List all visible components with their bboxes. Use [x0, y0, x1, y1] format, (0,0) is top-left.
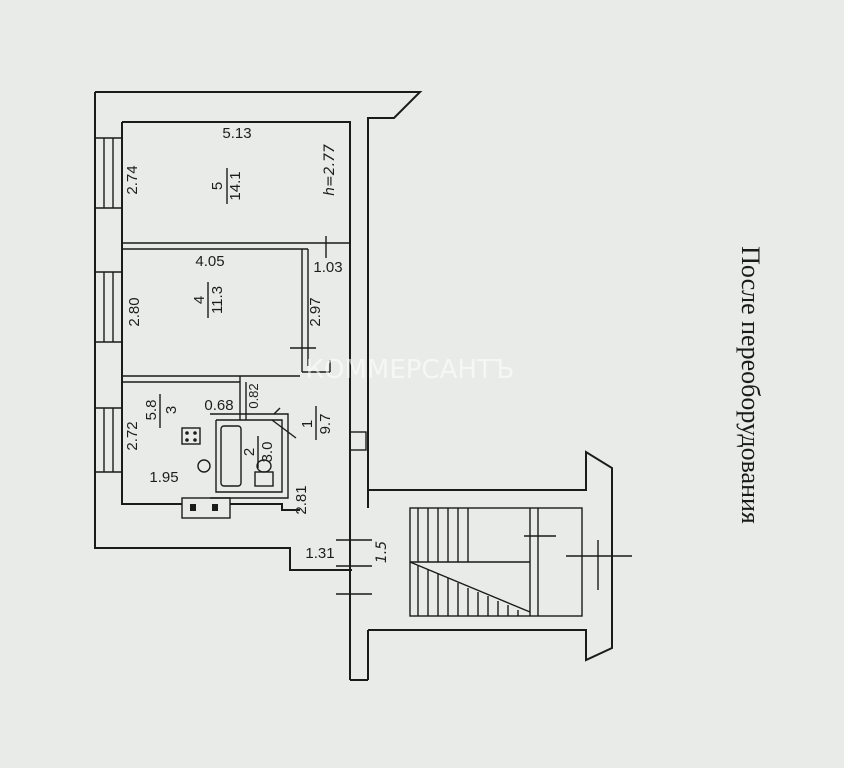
room-3-length: 1.95 [149, 469, 178, 486]
room-4-width: 2.80 [126, 297, 143, 326]
room-2-number: 2 [241, 448, 258, 456]
dimension-1-03: 1.03 [313, 259, 342, 276]
dimension-2-97: 2.97 [307, 297, 324, 326]
room-5-width: 2.74 [124, 165, 141, 194]
room-5-area: 14.1 [227, 171, 244, 200]
room-3-number: 3 [163, 406, 180, 414]
windows [95, 137, 122, 473]
room-2-area: 3.0 [259, 442, 276, 463]
room-4-number: 4 [191, 296, 208, 304]
room-4-length: 4.05 [195, 253, 224, 270]
ceiling-height-note: h=2.77 [322, 144, 338, 196]
dimension-1-31: 1.31 [305, 545, 334, 562]
room-5-length: 5.13 [222, 125, 251, 142]
room-1-area: 9.7 [317, 414, 334, 435]
partitions [122, 242, 367, 519]
room-4-area: 11.3 [209, 286, 226, 314]
dimension-ticks [290, 236, 372, 595]
room-3-width: 2.72 [124, 421, 141, 450]
dimension-2-81: 2.81 [293, 485, 310, 514]
window-room-5 [95, 137, 122, 209]
room-2-labels: 2 3.0 [241, 436, 276, 468]
dimension-0-68: 0.68 [204, 397, 233, 414]
plan-title: После переоборудования [736, 246, 765, 524]
watermark: КОММЕРСАНТЪ [306, 355, 515, 385]
room-3-labels: 2.72 5.8 3 1.95 0.68 0.82 [124, 383, 261, 486]
room-5-labels: 5.13 2.74 5 14.1 h=2.77 [124, 125, 338, 204]
window-room-3 [95, 407, 122, 473]
dimension-1-5: 1.5 [374, 541, 390, 563]
room-1-labels: 1 9.7 2.81 1.31 1.5 [293, 406, 390, 563]
stair-treads [409, 508, 539, 616]
window-room-4 [95, 271, 122, 343]
room-4-labels: 4.05 2.80 4 11.3 1.03 2.97 [126, 253, 343, 327]
dimension-0-82: 0.82 [246, 383, 261, 408]
room-3-area: 5.8 [143, 400, 160, 421]
room-1-number: 1 [299, 420, 316, 428]
stairwell [350, 450, 632, 681]
room-5-number: 5 [209, 182, 226, 190]
